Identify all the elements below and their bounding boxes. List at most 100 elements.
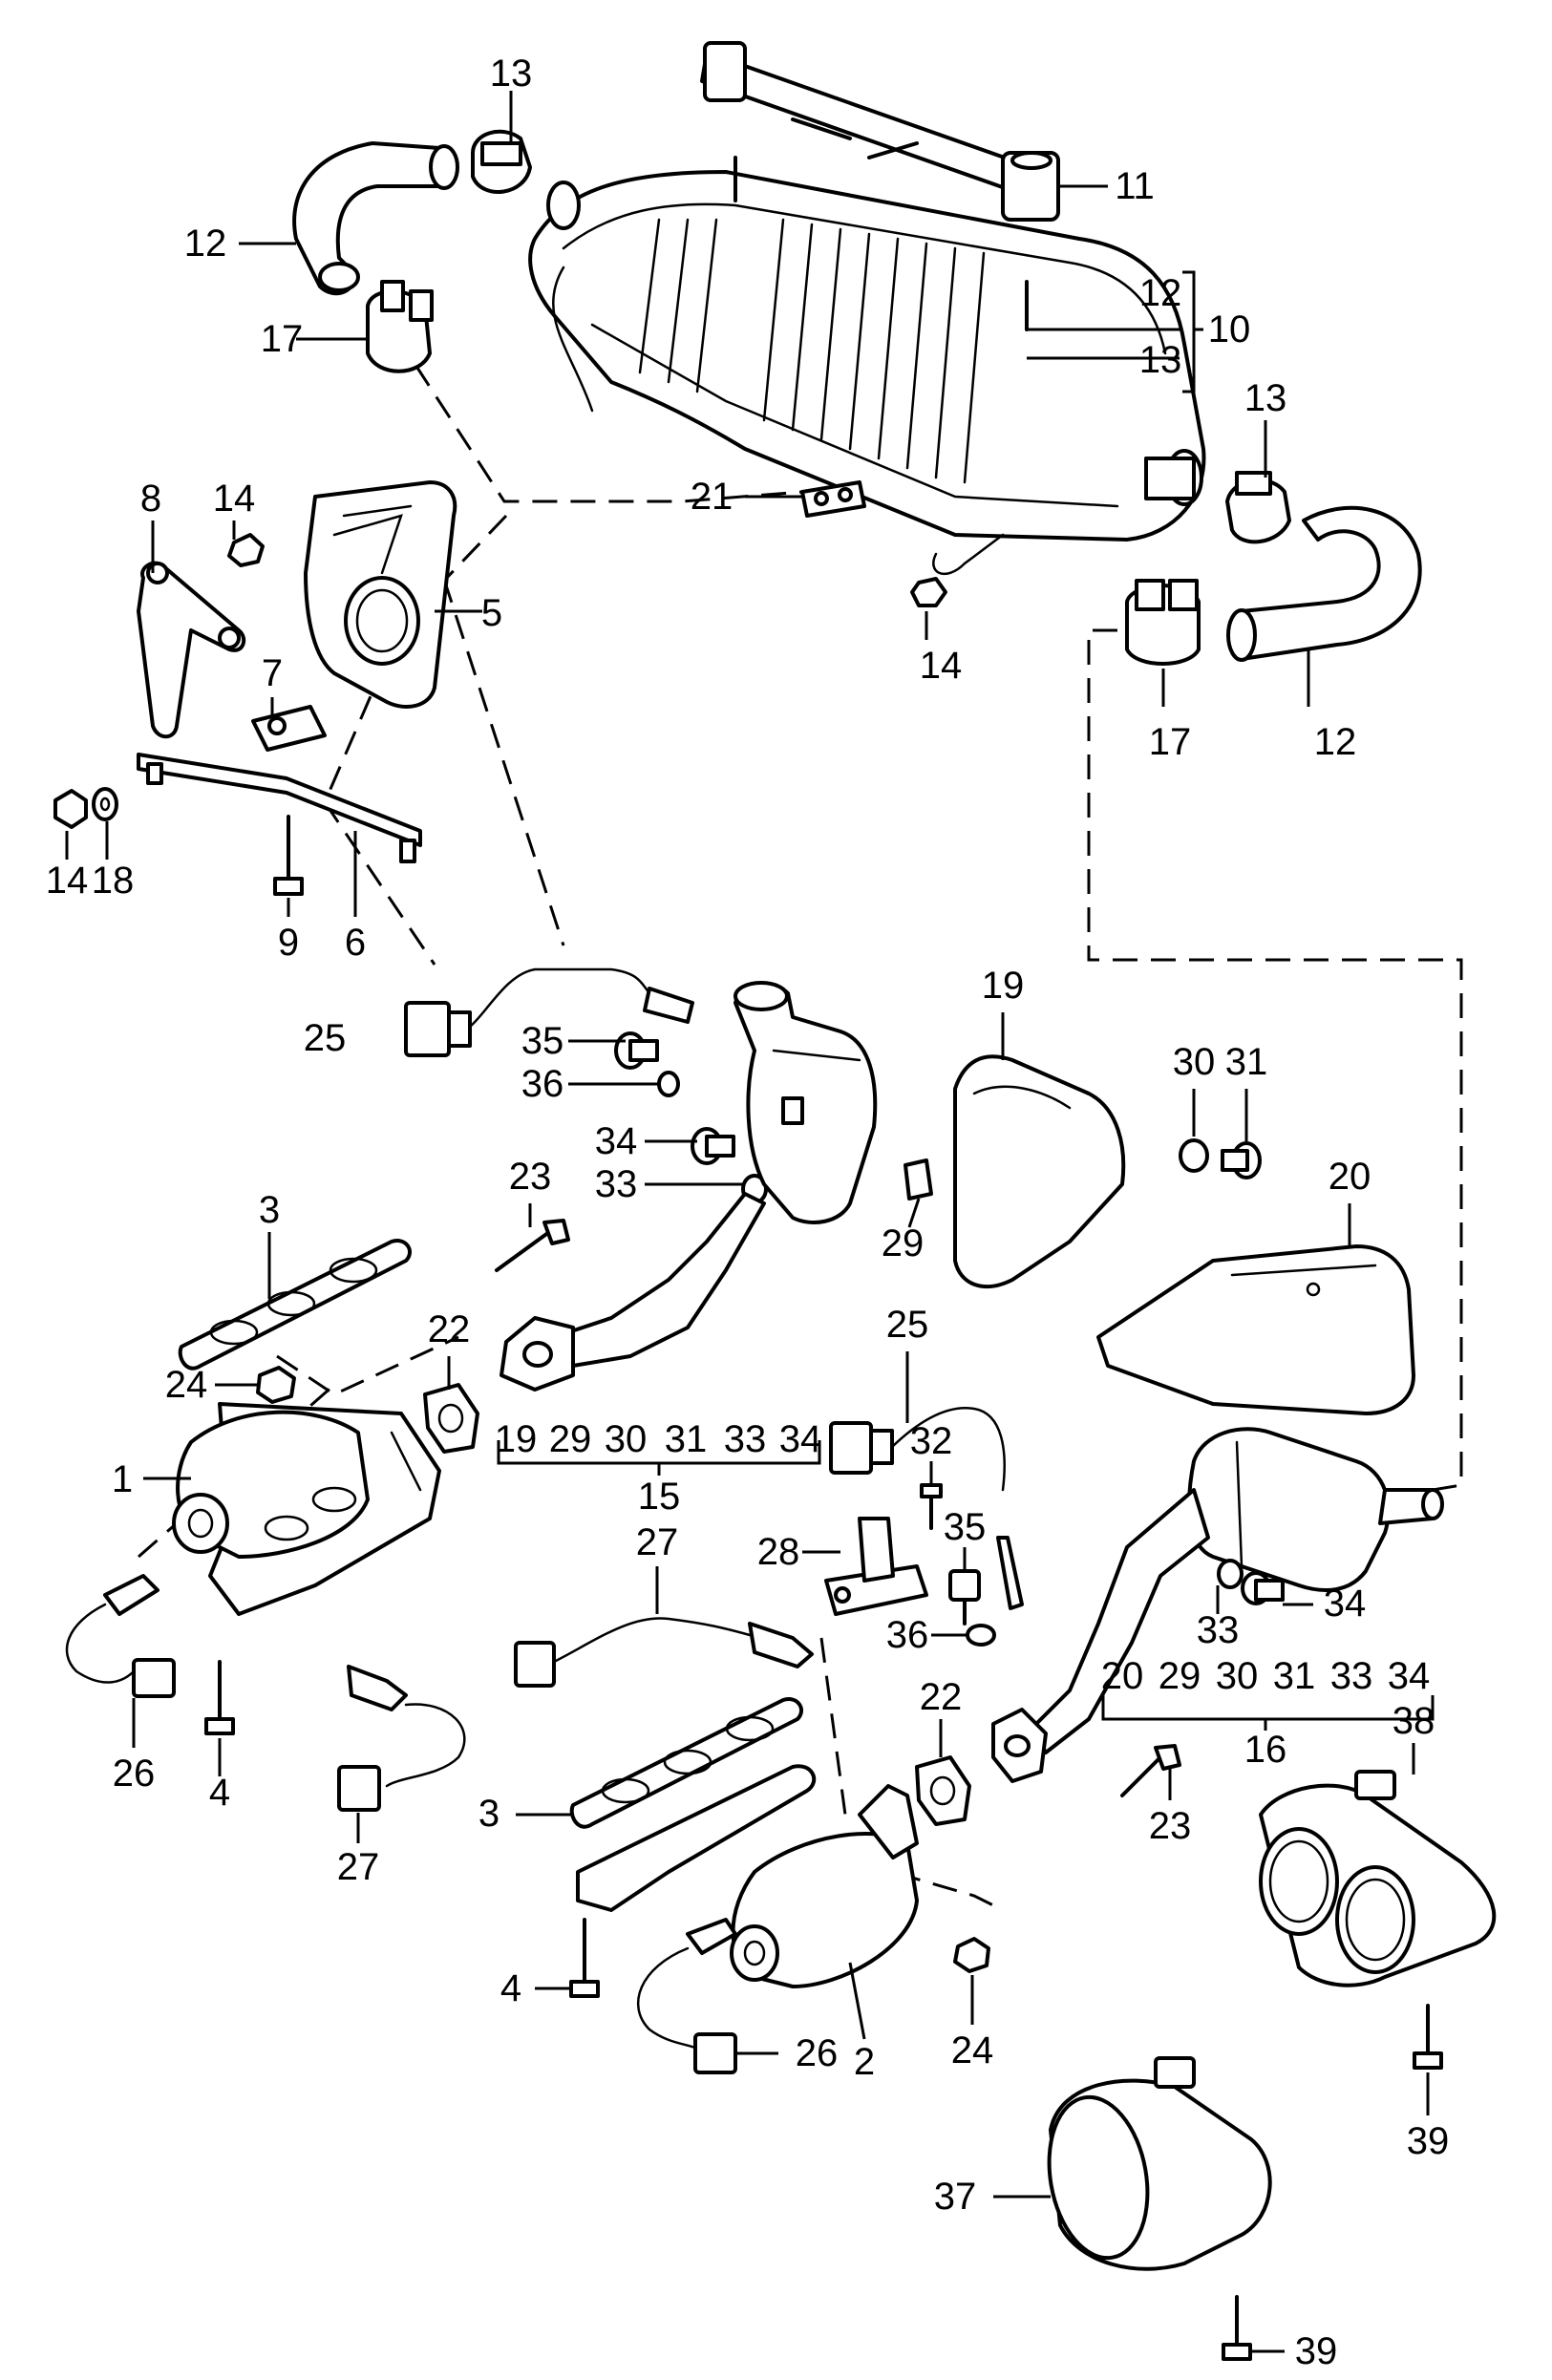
callout-23-lower: 23 xyxy=(1149,1805,1192,1847)
bolt-9 xyxy=(273,815,304,896)
callout-14-bracket: 14 xyxy=(213,478,256,520)
tailpipe-hose-right xyxy=(1226,505,1422,662)
bolt-34-lower xyxy=(1241,1571,1285,1605)
callout-22-upper: 22 xyxy=(428,1308,471,1350)
bracket-28 xyxy=(824,1517,928,1616)
muffler-mounting-bracket xyxy=(700,41,1060,222)
tailpipe-trim-37 xyxy=(1047,2056,1272,2271)
oxygen-sensor-26-upper xyxy=(65,1574,176,1698)
callout-14-left: 14 xyxy=(46,860,89,902)
callout-16: 16 xyxy=(1244,1729,1287,1771)
callout-26-upper: 26 xyxy=(113,1753,156,1795)
callout-33-lower: 33 xyxy=(1197,1609,1240,1651)
gasket-29 xyxy=(904,1158,933,1201)
callout-19: 19 xyxy=(982,965,1025,1007)
bolt-35-lower xyxy=(948,1569,981,1626)
flange-gasket-22-upper xyxy=(423,1383,479,1454)
callout-6: 6 xyxy=(345,922,366,964)
oxygen-sensor-25-upper xyxy=(404,967,694,1057)
hose-clamp-13-right xyxy=(1225,471,1291,544)
callout-20: 20 xyxy=(1329,1156,1371,1198)
heat-shield-19 xyxy=(953,1054,1126,1289)
muffler-ribs xyxy=(638,218,986,484)
nut-14-left xyxy=(53,789,88,829)
callout-39-upper: 39 xyxy=(1407,2120,1450,2162)
callout-10-12: 12 xyxy=(1139,272,1182,314)
callout-13-right: 13 xyxy=(1244,377,1287,419)
callout-3-upper: 3 xyxy=(259,1189,280,1231)
callout-28: 28 xyxy=(757,1531,800,1573)
callout-35-upper: 35 xyxy=(521,1020,564,1062)
callout-33-upper: 33 xyxy=(595,1163,638,1205)
leader-lines xyxy=(65,91,1435,2353)
hose-clamp-17-right xyxy=(1125,579,1201,666)
gasket-3-upper xyxy=(178,1239,412,1371)
callout-37: 37 xyxy=(934,2176,977,2218)
callout-31: 31 xyxy=(1225,1041,1268,1083)
tailpipe-trim-38 xyxy=(1259,1770,1497,1987)
bolt-4-upper xyxy=(204,1660,235,1735)
callout-4-upper: 4 xyxy=(209,1772,230,1814)
washer-30 xyxy=(1179,1138,1209,1173)
callout-24-upper: 24 xyxy=(165,1364,208,1406)
callout-35-lower: 35 xyxy=(944,1506,987,1548)
callout-15: 15 xyxy=(638,1476,681,1518)
bolt-34-upper xyxy=(691,1127,735,1165)
nut-24-lower xyxy=(953,1937,990,1973)
callout-1: 1 xyxy=(112,1458,133,1500)
callout-2: 2 xyxy=(854,2041,875,2083)
kit-15-item-6: 34 xyxy=(779,1418,822,1460)
callout-25-upper: 25 xyxy=(304,1017,347,1059)
bracket-21 xyxy=(800,480,866,518)
kit-15-item-2: 29 xyxy=(549,1418,592,1460)
callout-36-lower: 36 xyxy=(886,1614,929,1656)
callout-27-upper: 27 xyxy=(636,1521,679,1563)
kit-16-item-6: 34 xyxy=(1388,1655,1431,1697)
plate-7 xyxy=(251,705,327,752)
heat-shield-20 xyxy=(1096,1244,1415,1415)
rear-silencer xyxy=(528,156,1206,575)
callout-9: 9 xyxy=(278,922,299,964)
oxygen-sensor-27-lower xyxy=(514,1617,814,1688)
oxygen-sensor-27-upper xyxy=(337,1665,466,1812)
tailpipe-hose-left xyxy=(292,141,459,296)
flange-gasket-22-lower xyxy=(915,1755,971,1826)
catalytic-converter-16 xyxy=(991,1427,1444,1783)
bolt-4-lower xyxy=(569,1918,600,1998)
callout-13-top: 13 xyxy=(490,53,533,95)
screw-39-lower xyxy=(1222,2295,1252,2361)
callout-14-muffler: 14 xyxy=(920,645,963,687)
callout-12-top: 12 xyxy=(184,223,227,265)
callout-17-right: 17 xyxy=(1149,721,1192,763)
screw-39-upper xyxy=(1413,2004,1443,2070)
kit-16-item-3: 30 xyxy=(1216,1655,1259,1697)
callout-18: 18 xyxy=(92,860,135,902)
washer-33-lower xyxy=(1217,1559,1244,1589)
hose-clamp-13-top xyxy=(471,129,532,194)
callout-26-lower: 26 xyxy=(796,2032,839,2074)
nut-14-bracket xyxy=(227,533,265,567)
strap-6 xyxy=(137,753,422,863)
kit-15-item-1: 19 xyxy=(495,1418,538,1460)
callout-labels: 13 12 17 11 12 10 13 13 8 14 5 7 21 14 1… xyxy=(46,53,1450,2372)
callout-5: 5 xyxy=(481,592,502,634)
bolt-23-lower xyxy=(1120,1744,1181,1797)
oxygen-sensor-26-lower xyxy=(636,1918,737,2074)
gasket-3-lower xyxy=(569,1697,803,1829)
callout-30: 30 xyxy=(1173,1041,1216,1083)
callout-11: 11 xyxy=(1115,165,1155,207)
oxygen-sensor-25-lower xyxy=(829,1406,1024,1610)
callout-8: 8 xyxy=(140,478,161,520)
callout-23-upper: 23 xyxy=(509,1156,552,1198)
mounting-bracket-5 xyxy=(304,480,457,709)
callout-4-lower: 4 xyxy=(500,1967,521,2009)
hose-clamp-17-top xyxy=(366,280,434,373)
washer-36-upper xyxy=(657,1071,680,1097)
support-bracket-8 xyxy=(137,561,246,739)
callout-29: 29 xyxy=(882,1222,925,1264)
bolt-35-upper xyxy=(614,1031,659,1070)
washer-36-lower xyxy=(966,1624,996,1647)
kit-15-item-3: 30 xyxy=(605,1418,648,1460)
callout-22-lower: 22 xyxy=(920,1676,963,1718)
